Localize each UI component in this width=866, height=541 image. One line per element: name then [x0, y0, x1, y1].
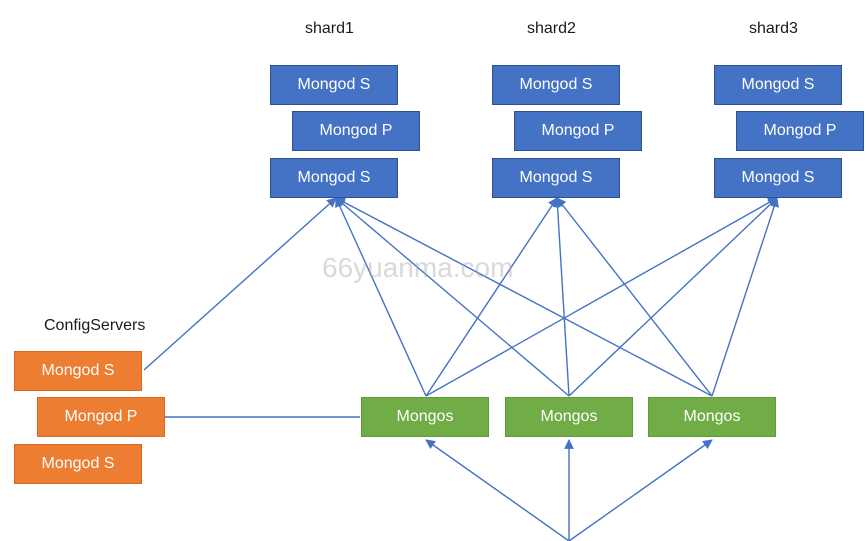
shard1-mongod-secondary-top[interactable]: Mongod S: [270, 65, 398, 105]
config-mongod-secondary-top[interactable]: Mongod S: [14, 351, 142, 391]
shard2-mongod-secondary-bottom[interactable]: Mongod S: [492, 158, 620, 198]
shard3-mongod-secondary-top[interactable]: Mongod S: [714, 65, 842, 105]
edge-mongos2-to-shard3: [568, 197, 778, 397]
mongos-router-1[interactable]: Mongos: [361, 397, 489, 437]
shard1-mongod-secondary-bottom[interactable]: Mongod S: [270, 158, 398, 198]
shard1-title: shard1: [305, 20, 354, 37]
shard3-mongod-secondary-bottom[interactable]: Mongod S: [714, 158, 842, 198]
edge-config-to-shard1: [143, 197, 337, 371]
shard3-title: shard3: [749, 20, 798, 37]
shard2-title: shard2: [527, 20, 576, 37]
mongos-router-3[interactable]: Mongos: [648, 397, 776, 437]
config-mongod-primary[interactable]: Mongod P: [37, 397, 165, 437]
edge-mongos1-to-shard3: [425, 197, 778, 397]
config-mongod-secondary-bottom[interactable]: Mongod S: [14, 444, 142, 484]
watermark: 66yuanma.com: [322, 252, 514, 283]
shard1-mongod-primary[interactable]: Mongod P: [292, 111, 420, 151]
edge-client-to-mongos3: [568, 439, 713, 541]
edge-mongos2-to-shard1: [335, 197, 570, 397]
edge-mongos3-to-shard2: [556, 197, 713, 397]
edge-mongos3-to-shard1: [335, 197, 713, 397]
edge-client-to-mongos1: [425, 439, 570, 541]
config-servers-title: ConfigServers: [44, 317, 146, 334]
shard2-mongod-primary[interactable]: Mongod P: [514, 111, 642, 151]
shard3-mongod-primary[interactable]: Mongod P: [736, 111, 864, 151]
shard2-mongod-secondary-top[interactable]: Mongod S: [492, 65, 620, 105]
edge-mongos3-to-shard3: [711, 197, 779, 397]
mongos-router-2[interactable]: Mongos: [505, 397, 633, 437]
edge-mongos1-to-shard1: [335, 197, 427, 397]
edge-mongos1-to-shard2: [425, 197, 558, 397]
edge-mongos2-to-shard2: [552, 197, 570, 397]
